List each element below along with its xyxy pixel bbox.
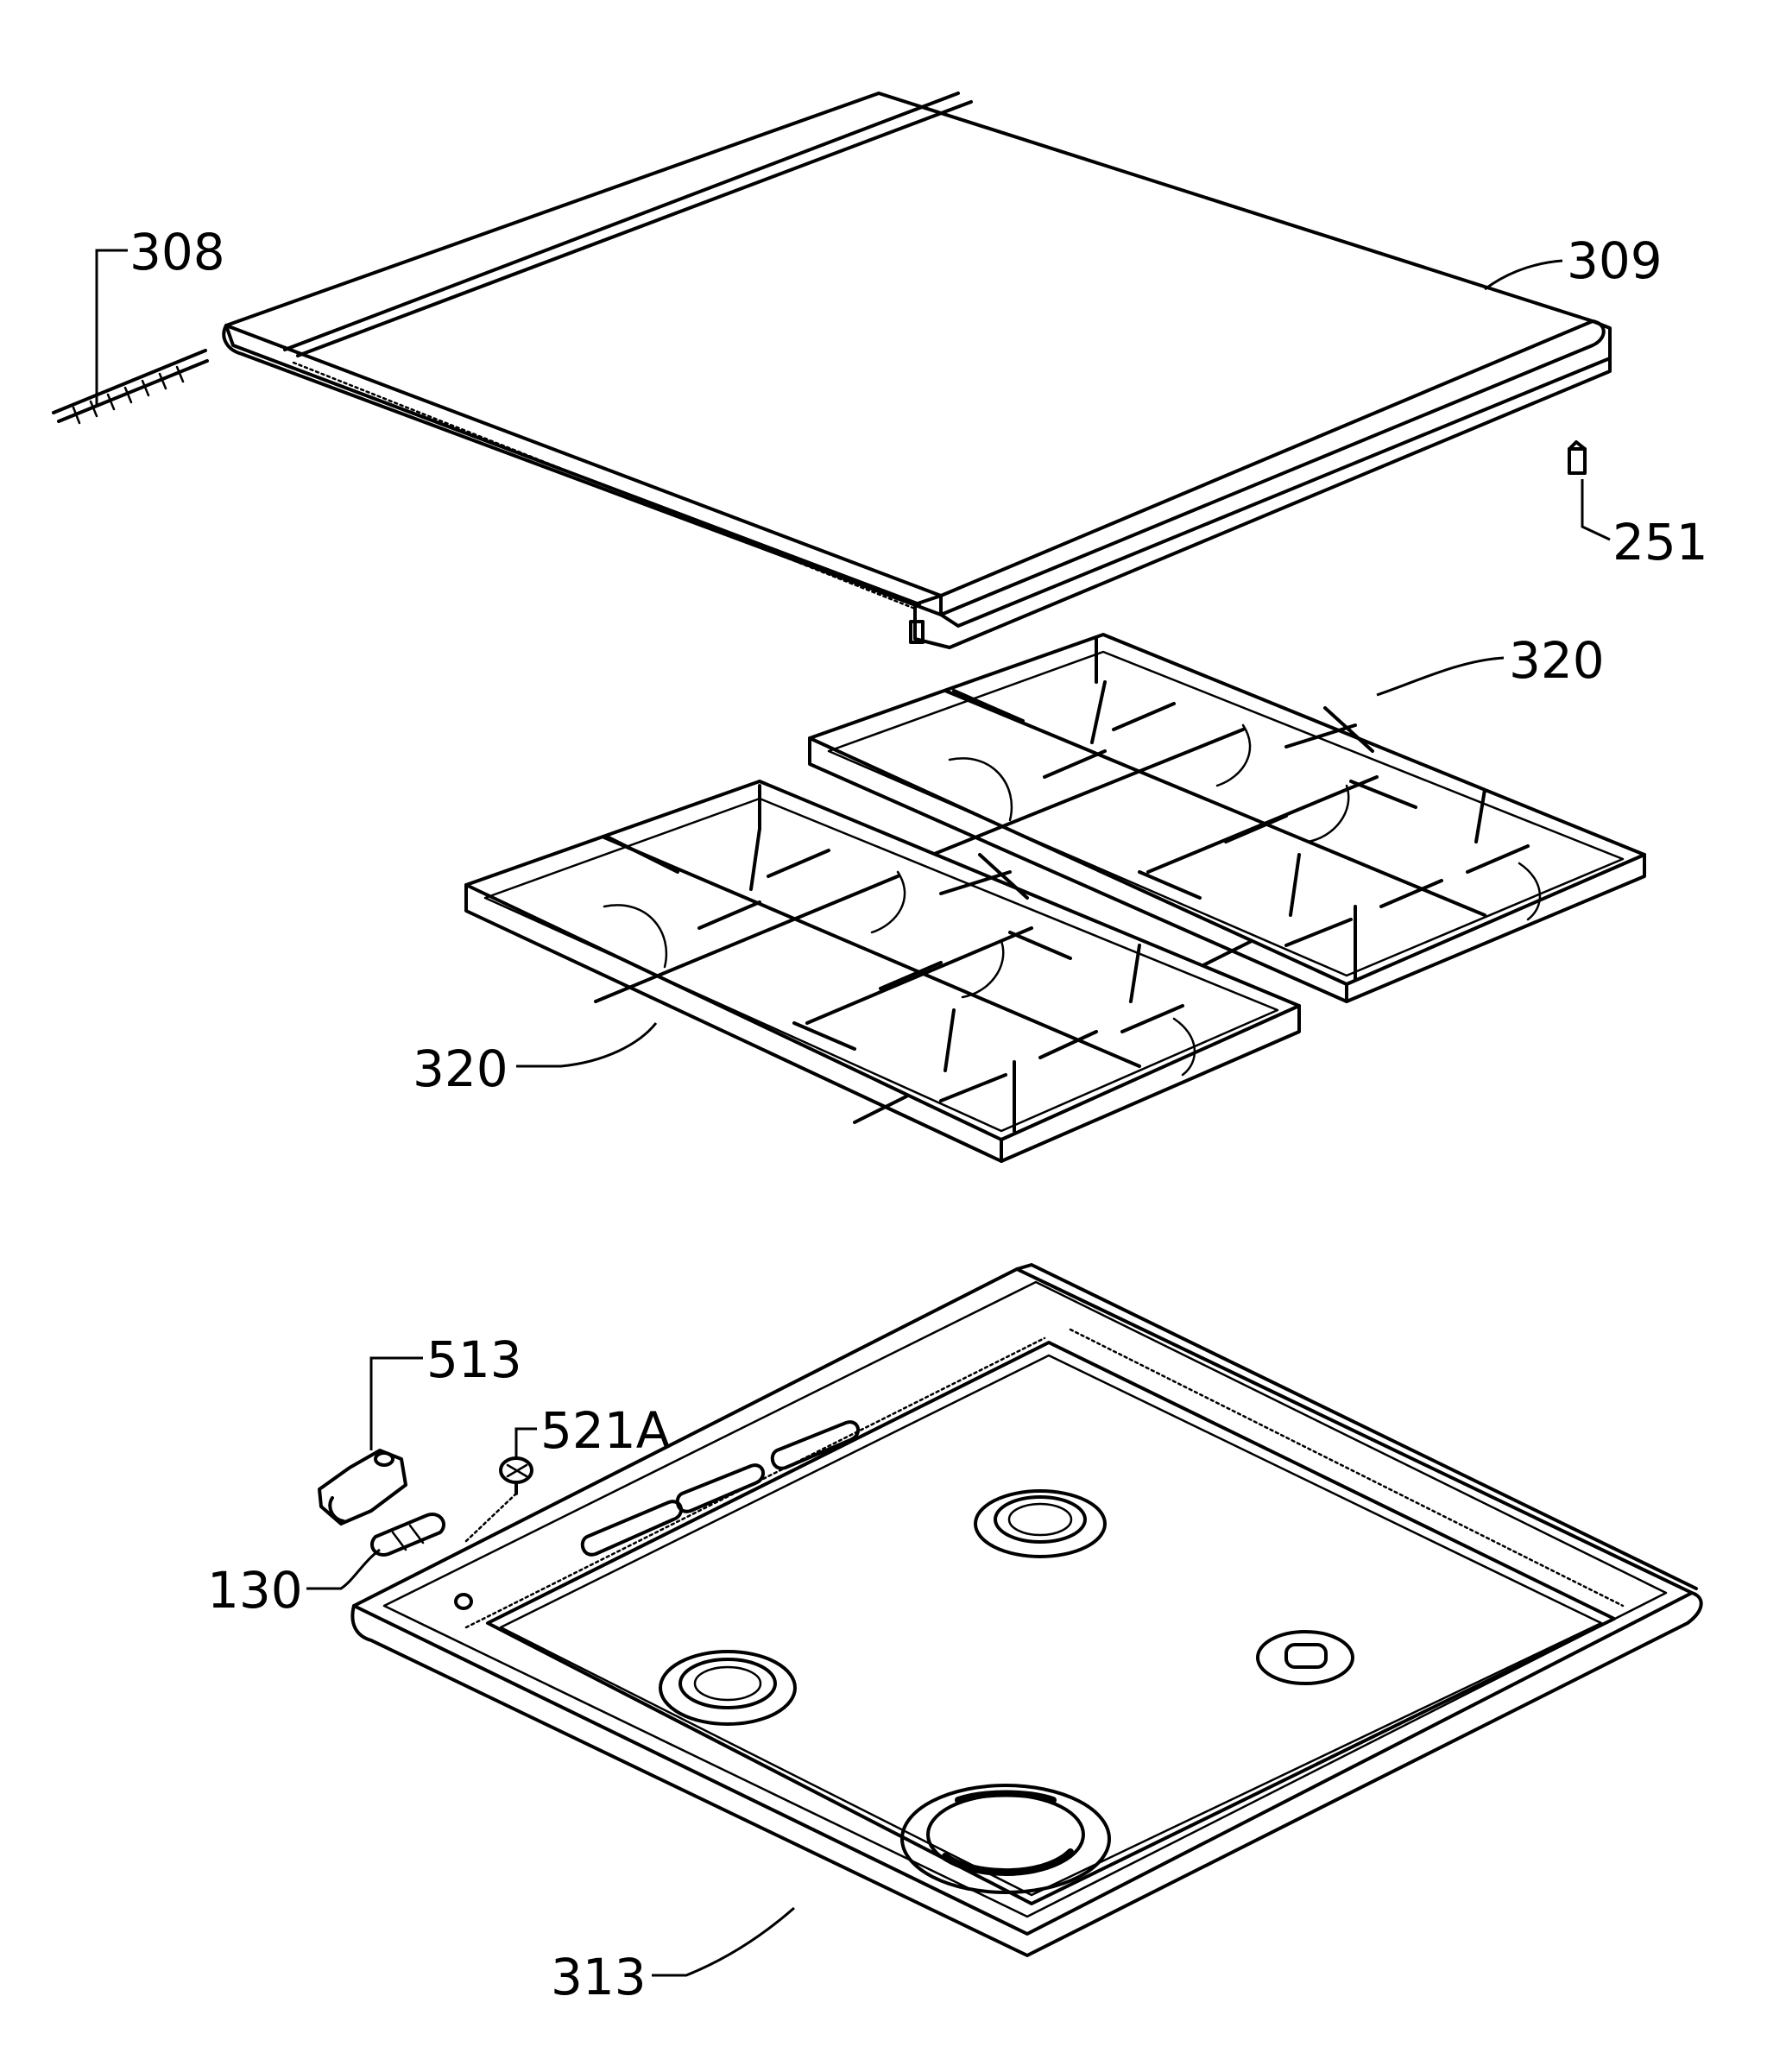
callout-521a: 521A <box>540 1401 671 1460</box>
top-cover-309 <box>222 92 1612 649</box>
knob-513 <box>318 1449 407 1526</box>
callout-320-back: 320 <box>1509 631 1605 690</box>
leader-lines <box>95 249 1611 1977</box>
screw-308 <box>52 349 209 425</box>
callout-308: 308 <box>129 223 225 281</box>
clip-251 <box>1568 440 1587 475</box>
grate-back-320 <box>808 633 1646 1003</box>
callout-309: 309 <box>1567 231 1663 290</box>
spacer-130 <box>370 1513 445 1557</box>
callout-130: 130 <box>207 1561 303 1620</box>
callout-251: 251 <box>1612 513 1708 572</box>
callout-320-front: 320 <box>413 1039 508 1098</box>
main-top-313 <box>350 1263 1703 1957</box>
callout-labels: 308 309 251 320 320 513 521A 130 313 <box>129 223 1708 2006</box>
grate-front-320 <box>464 780 1301 1163</box>
callout-513: 513 <box>426 1330 522 1389</box>
callout-313: 313 <box>551 1948 647 2006</box>
